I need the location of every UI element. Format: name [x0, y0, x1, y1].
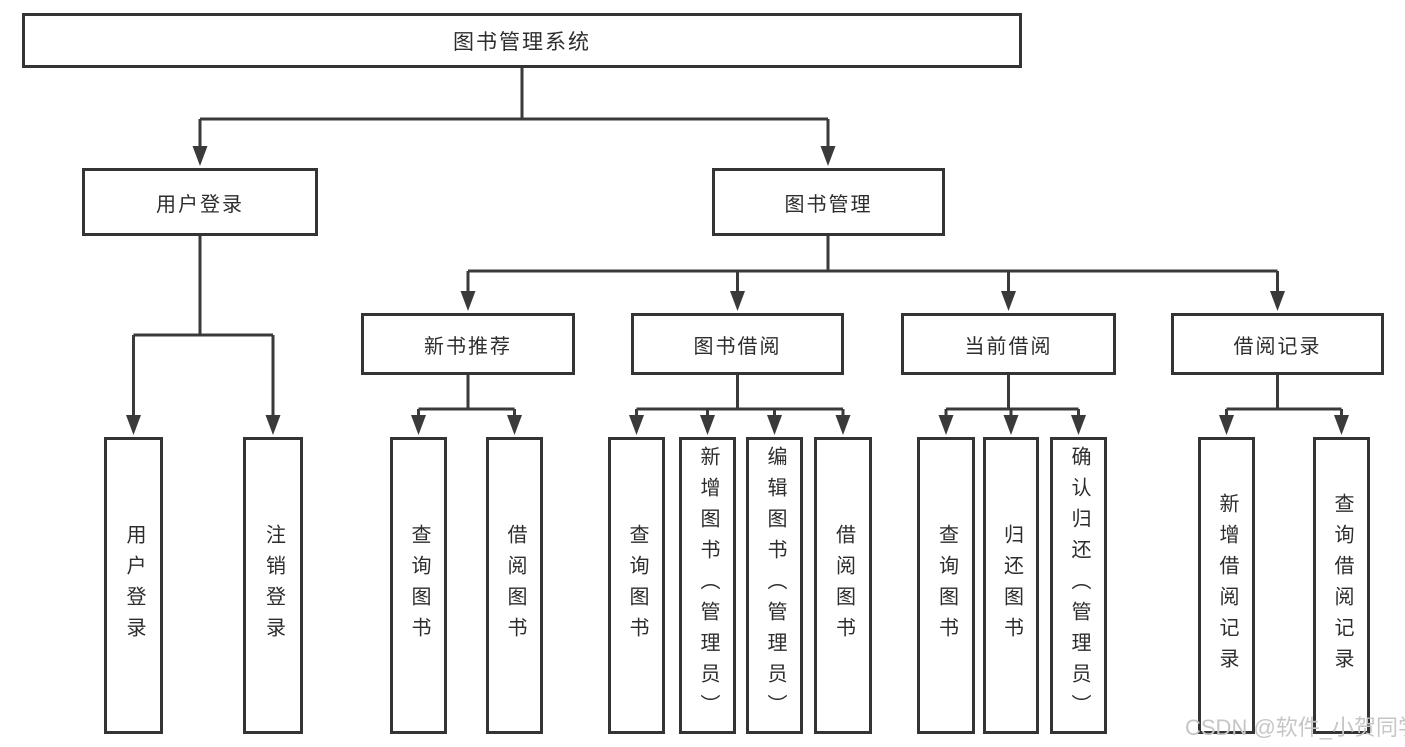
leaf-query-books-2-label: 查询图书: [626, 523, 648, 648]
leaf-borrow-books-2: 借阅图书: [814, 437, 872, 734]
leaf-logout: 注销登录: [243, 437, 303, 734]
connector-root: [198, 68, 830, 150]
leaf-query-borrow-record-label: 查询借阅记录: [1331, 492, 1353, 679]
node-book-borrowing: 图书借阅: [631, 313, 844, 375]
leaf-confirm-return-admin-label: 确认归还（管理员）: [1068, 446, 1090, 725]
leaf-edit-book-admin-label: 编辑图书（管理员）: [764, 446, 786, 725]
leaf-logout-label: 注销登录: [262, 523, 285, 648]
leaf-query-books-3-label: 查询图书: [935, 523, 958, 648]
connector-new-rec: [417, 375, 516, 419]
leaf-query-borrow-record: 查询借阅记录: [1313, 437, 1370, 734]
leaf-borrow-books-2-label: 借阅图书: [832, 523, 855, 648]
node-book-mgmt: 图书管理: [712, 168, 945, 236]
leaf-query-books-3: 查询图书: [917, 437, 975, 734]
leaf-query-books-1: 查询图书: [390, 437, 447, 734]
connector-book-mgmt: [466, 236, 1279, 295]
connector-records: [1225, 375, 1343, 419]
leaf-add-borrow-record: 新增借阅记录: [1198, 437, 1255, 734]
leaf-user-login: 用户登录: [104, 437, 163, 734]
leaf-borrow-books-1-label: 借阅图书: [504, 523, 526, 648]
node-root: 图书管理系统: [22, 13, 1022, 68]
leaf-query-books-2: 查询图书: [608, 437, 665, 734]
connector-borrowing: [635, 375, 845, 419]
leaf-user-login-label: 用户登录: [123, 523, 145, 648]
leaf-add-book-admin-label: 新增图书（管理员）: [697, 446, 719, 725]
leaf-add-borrow-record-label: 新增借阅记录: [1216, 492, 1238, 679]
watermark: CSDN @软件_小贺同学: [1185, 715, 1405, 740]
node-new-book-rec: 新书推荐: [361, 313, 575, 375]
node-current-borrowing: 当前借阅: [901, 313, 1116, 375]
node-user-login: 用户登录: [82, 168, 318, 236]
leaf-return-books: 归还图书: [983, 437, 1039, 734]
leaf-return-books-label: 归还图书: [1000, 523, 1023, 648]
connector-user-login: [132, 236, 275, 419]
leaf-add-book-admin: 新增图书（管理员）: [679, 437, 736, 734]
leaf-confirm-return-admin: 确认归还（管理员）: [1050, 437, 1107, 734]
leaf-edit-book-admin: 编辑图书（管理员）: [746, 437, 803, 734]
connector-current: [944, 375, 1080, 419]
leaf-borrow-books-1: 借阅图书: [486, 437, 543, 734]
node-borrowing-records: 借阅记录: [1171, 313, 1384, 375]
leaf-query-books-1-label: 查询图书: [408, 523, 430, 648]
